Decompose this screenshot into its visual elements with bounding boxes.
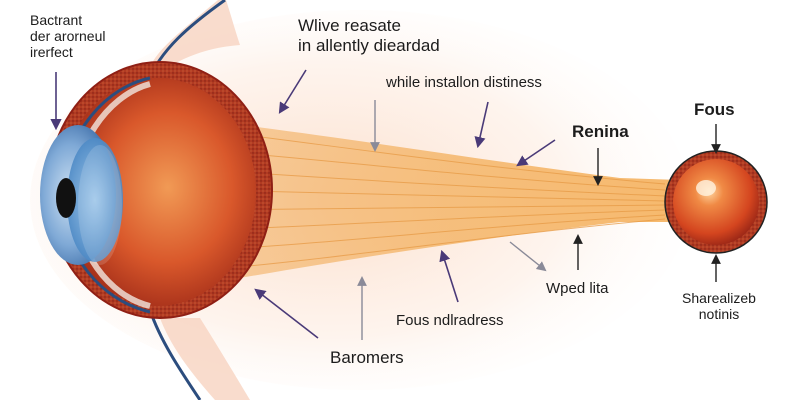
arrow-fous-nd bbox=[439, 249, 459, 303]
eyelid-outline-lower bbox=[148, 309, 202, 400]
arrow-top-center bbox=[278, 69, 307, 114]
label-focus-top: Fous bbox=[694, 100, 735, 119]
cornea-highlight bbox=[78, 145, 122, 265]
label-baromers: Baromers bbox=[330, 348, 404, 367]
arrow-middle-note-right bbox=[474, 101, 489, 149]
focus-sphere bbox=[673, 159, 759, 245]
label-fous-nd: Fous ndlradress bbox=[396, 312, 504, 329]
label-middle-note: while installon distiness bbox=[386, 74, 542, 91]
label-top-center: Wlive reasate in allently dieardad bbox=[298, 16, 440, 55]
arrow-retina-diagonal bbox=[516, 139, 556, 167]
arrow-gray-diagonal bbox=[509, 241, 547, 272]
lens bbox=[67, 138, 123, 262]
label-wped: Wped lita bbox=[546, 280, 609, 297]
focus-sphere-highlight bbox=[696, 180, 716, 196]
label-top-left: Bactrant der arorneul irerfect bbox=[30, 12, 106, 61]
face-skin-lower bbox=[160, 318, 250, 400]
optic-nerve-bundle bbox=[200, 120, 680, 285]
label-retina: Renina bbox=[572, 122, 629, 141]
label-focus-bottom: Sharealizeb notinis bbox=[682, 290, 756, 323]
face-skin-upper bbox=[149, 0, 240, 78]
arrow-baromers-diagonal bbox=[254, 288, 319, 339]
pupil bbox=[56, 178, 76, 218]
